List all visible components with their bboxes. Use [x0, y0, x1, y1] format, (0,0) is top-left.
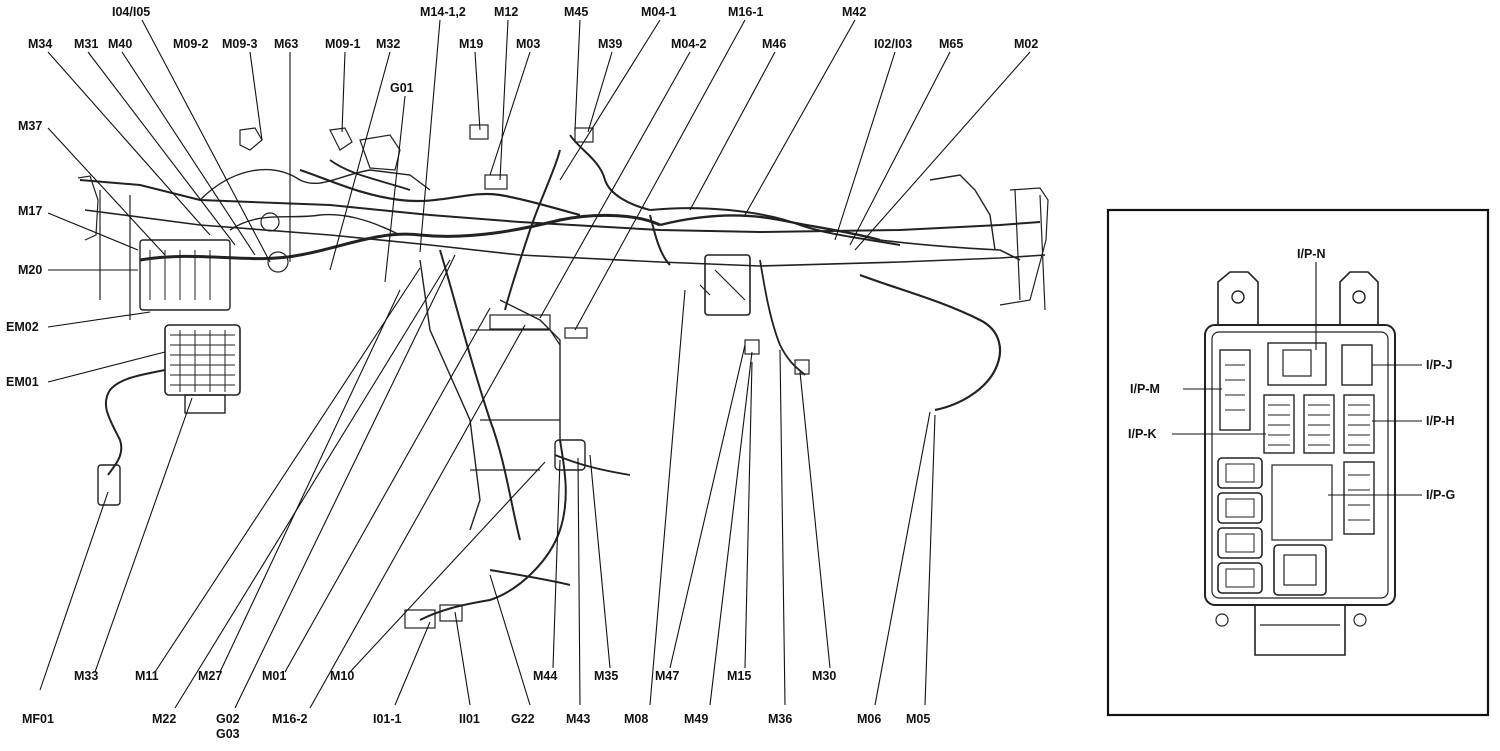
- label-m01: M01: [262, 669, 286, 683]
- label-m17: M17: [18, 204, 42, 218]
- label-m45: M45: [564, 5, 588, 19]
- junction-block-drawing: [1204, 271, 1396, 656]
- label-m02: M02: [1014, 37, 1038, 51]
- label-g02: G02: [216, 712, 240, 726]
- junction-block-inset: I/P-N I/P-M I/P-J I/P-K I/P-H I/P-G: [1106, 208, 1490, 717]
- crossbeam: [79, 179, 1041, 234]
- label-g03: G03: [216, 727, 240, 741]
- label-m34: M34: [28, 37, 52, 51]
- inset-frame: [1106, 208, 1490, 717]
- label-m05: M05: [906, 712, 930, 726]
- label-m10: M10: [330, 669, 354, 683]
- label-m32: M32: [376, 37, 400, 51]
- label-m35: M35: [594, 669, 618, 683]
- label-ip-k: I/P-K: [1128, 427, 1156, 441]
- label-m08: M08: [624, 712, 648, 726]
- label-m37: M37: [18, 119, 42, 133]
- label-m42: M42: [842, 5, 866, 19]
- label-m33: M33: [74, 669, 98, 683]
- label-m31: M31: [74, 37, 98, 51]
- label-m19: M19: [459, 37, 483, 51]
- label-em01: EM01: [6, 375, 39, 389]
- label-m46: M46: [762, 37, 786, 51]
- label-ip-h: I/P-H: [1426, 414, 1454, 428]
- label-i04-i05: I04/I05: [112, 5, 150, 19]
- label-m16-1: M16-1: [728, 5, 763, 19]
- label-m09-2: M09-2: [173, 37, 208, 51]
- label-m43: M43: [566, 712, 590, 726]
- callout-labels: M34 M31 M40 I04/I05 M09-2 M09-3 M63 M09-…: [6, 5, 1038, 741]
- label-ip-m: I/P-M: [1130, 382, 1160, 396]
- leader-lines: [39, 19, 1031, 709]
- label-m22: M22: [152, 712, 176, 726]
- label-i01-1: I01-1: [373, 712, 402, 726]
- label-m14-12: M14-1,2: [420, 5, 466, 19]
- label-m03: M03: [516, 37, 540, 51]
- label-m47: M47: [655, 669, 679, 683]
- label-m11: M11: [135, 669, 159, 683]
- harness-drawing: [77, 124, 1049, 629]
- label-m12: M12: [494, 5, 518, 19]
- inset-leader-lines: [1172, 262, 1422, 496]
- label-mf01: MF01: [22, 712, 54, 726]
- label-ip-n: I/P-N: [1297, 247, 1325, 261]
- label-g01: G01: [390, 81, 414, 95]
- label-em02: EM02: [6, 320, 39, 334]
- label-m39: M39: [598, 37, 622, 51]
- label-m09-3: M09-3: [222, 37, 257, 51]
- label-m09-1: M09-1: [325, 37, 360, 51]
- label-m44: M44: [533, 669, 557, 683]
- label-g22: G22: [511, 712, 535, 726]
- label-ip-g: I/P-G: [1426, 488, 1455, 502]
- label-m40: M40: [108, 37, 132, 51]
- label-m04-2: M04-2: [671, 37, 706, 51]
- label-m15: M15: [727, 669, 751, 683]
- label-m49: M49: [684, 712, 708, 726]
- label-m27: M27: [198, 669, 222, 683]
- main-bundle: [139, 213, 661, 262]
- label-m04-1: M04-1: [641, 5, 676, 19]
- label-m36: M36: [768, 712, 792, 726]
- label-m20: M20: [18, 263, 42, 277]
- label-ii01: II01: [459, 712, 480, 726]
- label-i02-i03: I02/I03: [874, 37, 912, 51]
- label-m06: M06: [857, 712, 881, 726]
- label-m16-2: M16-2: [272, 712, 307, 726]
- label-ip-j: I/P-J: [1426, 358, 1452, 372]
- label-m65: M65: [939, 37, 963, 51]
- label-m30: M30: [812, 669, 836, 683]
- label-m63: M63: [274, 37, 298, 51]
